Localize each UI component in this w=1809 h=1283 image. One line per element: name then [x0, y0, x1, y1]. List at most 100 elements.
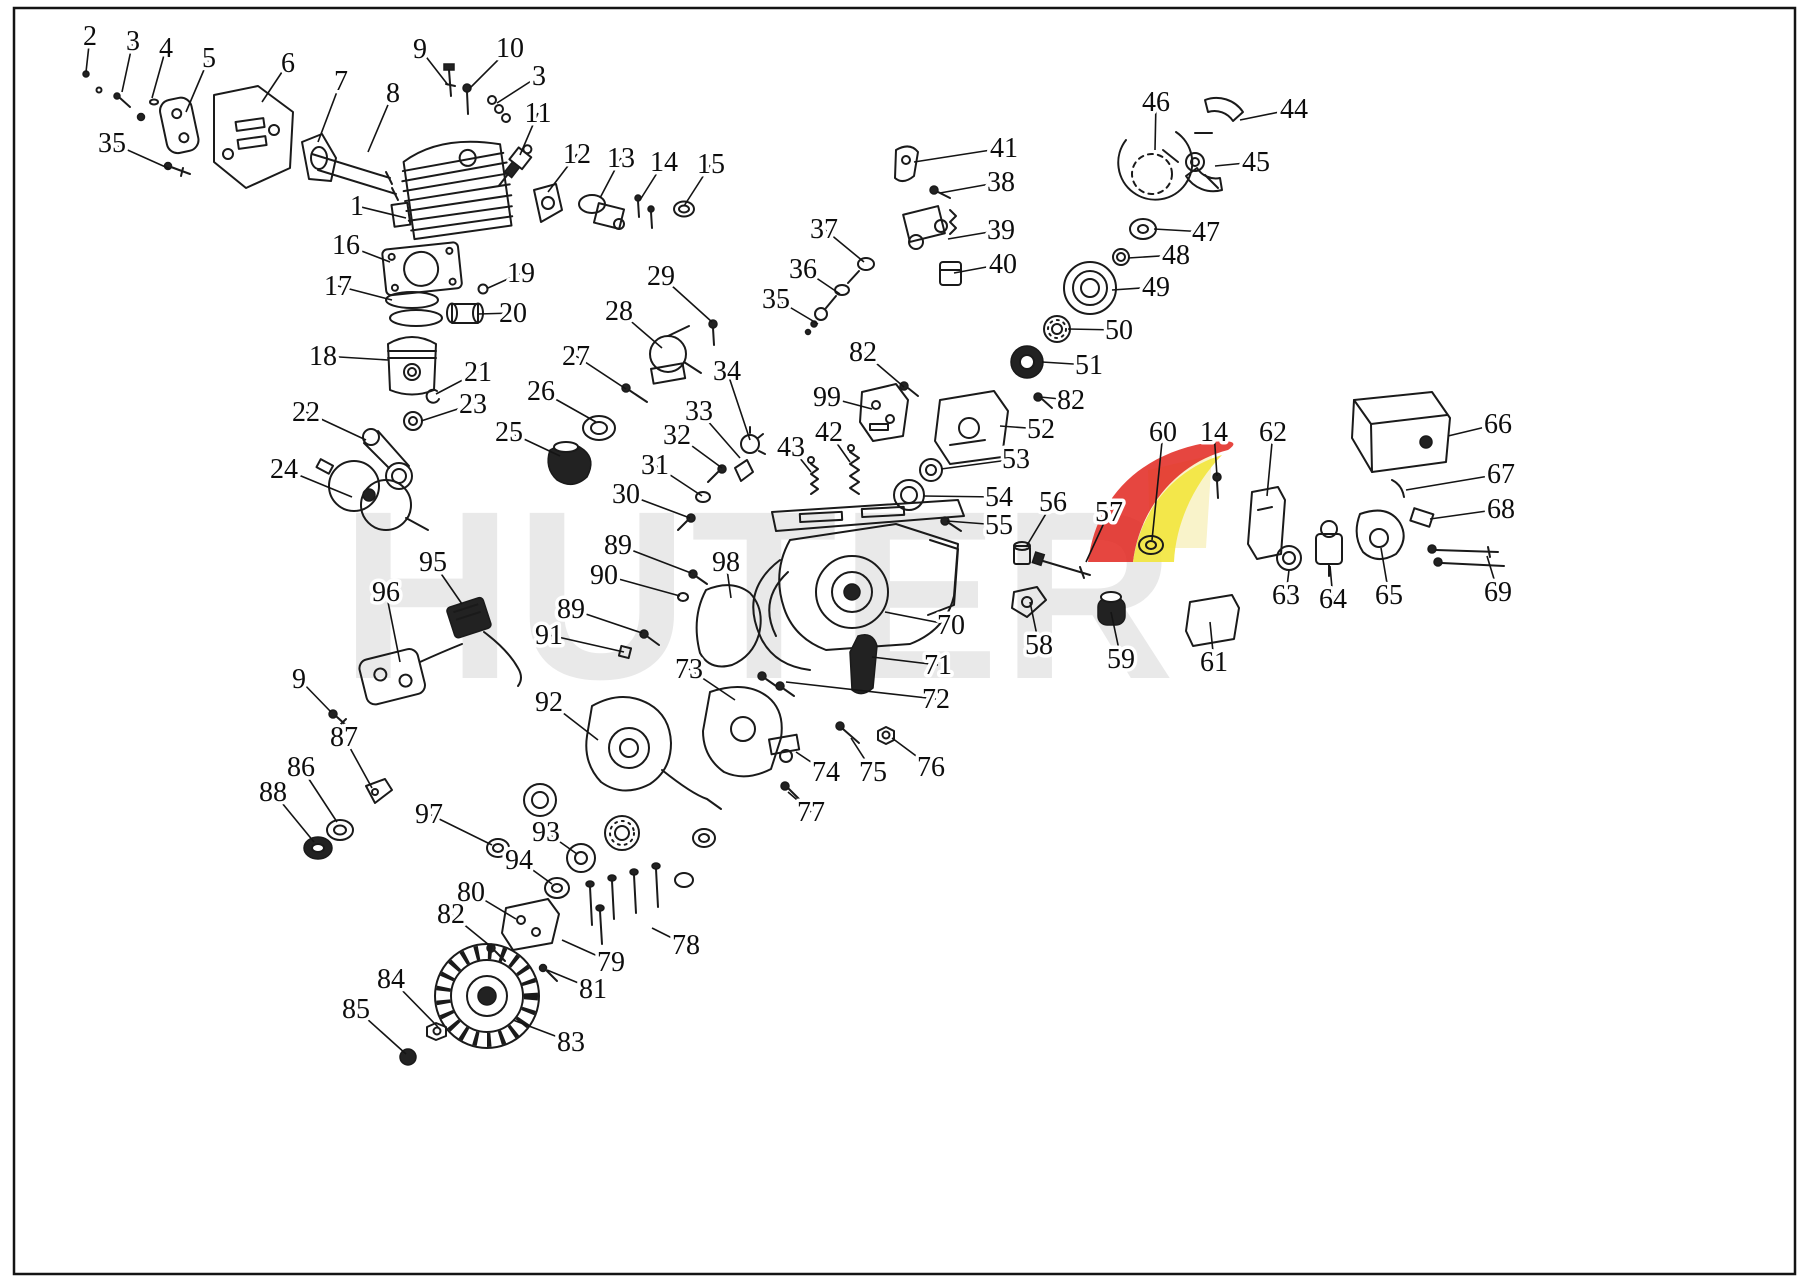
part-label-29: 29 [647, 261, 675, 292]
part-label-11: 11 [525, 98, 552, 129]
cylinder-gasket-part [381, 241, 463, 297]
leader-line-1 [356, 205, 407, 219]
part-label-77: 77 [797, 797, 825, 828]
part-label-62: 62 [1259, 417, 1287, 448]
part-label-50: 50 [1105, 315, 1133, 346]
leader-line-61 [1209, 621, 1215, 663]
wrist-pin-parts [446, 283, 489, 324]
leader-line-45 [1214, 161, 1257, 167]
part-label-99: 99 [813, 382, 841, 413]
part-label-34: 34 [713, 356, 741, 387]
leader-line-31 [654, 464, 703, 497]
leader-line-48 [1127, 254, 1177, 259]
leader-line-78 [651, 927, 687, 946]
leader-line-40 [953, 263, 1004, 274]
leader-line-14 [1213, 431, 1218, 477]
leader-line-25 [508, 431, 561, 457]
part-label-83: 83 [557, 1027, 585, 1058]
part-label-33: 33 [685, 396, 713, 427]
part-label-5: 5 [202, 43, 216, 74]
part-label-47: 47 [1192, 217, 1220, 248]
leader-line-86 [300, 766, 338, 823]
leader-line-94 [518, 859, 553, 885]
part-label-58: 58 [1025, 630, 1053, 661]
part-label-91: 91 [535, 620, 563, 651]
leader-line-36 [802, 268, 841, 295]
leader-line-26 [540, 390, 597, 423]
part-label-39: 39 [987, 215, 1015, 246]
part-label-1: 1 [350, 191, 364, 222]
muffler-cover-part [213, 85, 294, 189]
leader-line-22 [305, 411, 367, 441]
part-label-82: 82 [437, 899, 465, 930]
part-label-76: 76 [917, 752, 945, 783]
leader-line-82 [1039, 396, 1072, 401]
manifold-screws-part [634, 194, 655, 229]
oil-pump-cluster [1276, 509, 1505, 577]
part-label-97: 97 [415, 799, 443, 830]
leader-line-54 [922, 495, 1000, 498]
crankshaft-part [315, 458, 429, 531]
page-border [12, 6, 1797, 1276]
part-label-32: 32 [663, 420, 691, 451]
part-label-95: 95 [419, 547, 447, 578]
leader-line-9 [298, 678, 332, 713]
leader-line-9 [419, 48, 449, 86]
part-label-85: 85 [342, 994, 370, 1025]
piston-rings-part [385, 291, 443, 327]
part-label-68: 68 [1487, 494, 1515, 525]
part-label-22: 22 [292, 397, 320, 428]
connecting-rod-part [362, 428, 413, 490]
leader-line-17 [337, 285, 393, 301]
leader-line-58 [1029, 601, 1040, 646]
leader-line-32 [676, 434, 723, 469]
leader-line-29 [660, 275, 713, 323]
part-label-70: 70 [937, 610, 965, 641]
part-label-4: 4 [159, 33, 173, 64]
part-label-78: 78 [672, 930, 700, 961]
brand-swoosh-red-icon [1088, 441, 1234, 562]
leader-line-38 [939, 181, 1002, 194]
carburetor-cluster [547, 319, 718, 486]
leader-line-4 [151, 47, 167, 99]
clutch-cover-part [702, 686, 895, 800]
leader-line-80 [470, 891, 517, 920]
part-label-45: 45 [1242, 147, 1270, 178]
leader-line-33 [698, 410, 741, 459]
crankcase-assembly-part [752, 499, 965, 697]
part-label-12: 12 [563, 139, 591, 170]
part-label-80: 80 [457, 877, 485, 908]
part-label-13: 13 [607, 143, 635, 174]
part-label-84: 84 [377, 964, 405, 995]
leader-line-98 [725, 561, 732, 599]
part-label-25: 25 [495, 417, 523, 448]
leader-line-41 [913, 147, 1005, 163]
part-label-89: 89 [557, 594, 585, 625]
part-label-71: 71 [924, 650, 952, 681]
part-label-48: 48 [1162, 240, 1190, 271]
leader-line-34 [726, 370, 751, 441]
leader-line-89 [617, 544, 692, 574]
brand-watermark-text: HUTER [340, 461, 1177, 729]
leader-line-91 [548, 634, 625, 653]
crankcase-gasket-part [695, 584, 762, 668]
part-label-88: 88 [259, 777, 287, 808]
part-label-49: 49 [1142, 272, 1170, 303]
part-label-61: 61 [1200, 647, 1228, 678]
part-label-35: 35 [762, 284, 790, 315]
part-label-43: 43 [777, 432, 805, 463]
part-label-17: 17 [324, 271, 352, 302]
stud-bolts-part [311, 153, 399, 201]
part-label-37: 37 [810, 214, 838, 245]
leader-line-79 [561, 939, 612, 963]
part-label-51: 51 [1075, 350, 1103, 381]
part-label-56: 56 [1039, 487, 1067, 518]
part-label-3: 3 [532, 61, 546, 92]
part-label-27: 27 [562, 341, 590, 372]
leader-line-39 [947, 229, 1002, 240]
leader-line-18 [322, 355, 389, 361]
intake-gasket-part [533, 183, 563, 223]
leader-line-67 [1405, 473, 1502, 491]
